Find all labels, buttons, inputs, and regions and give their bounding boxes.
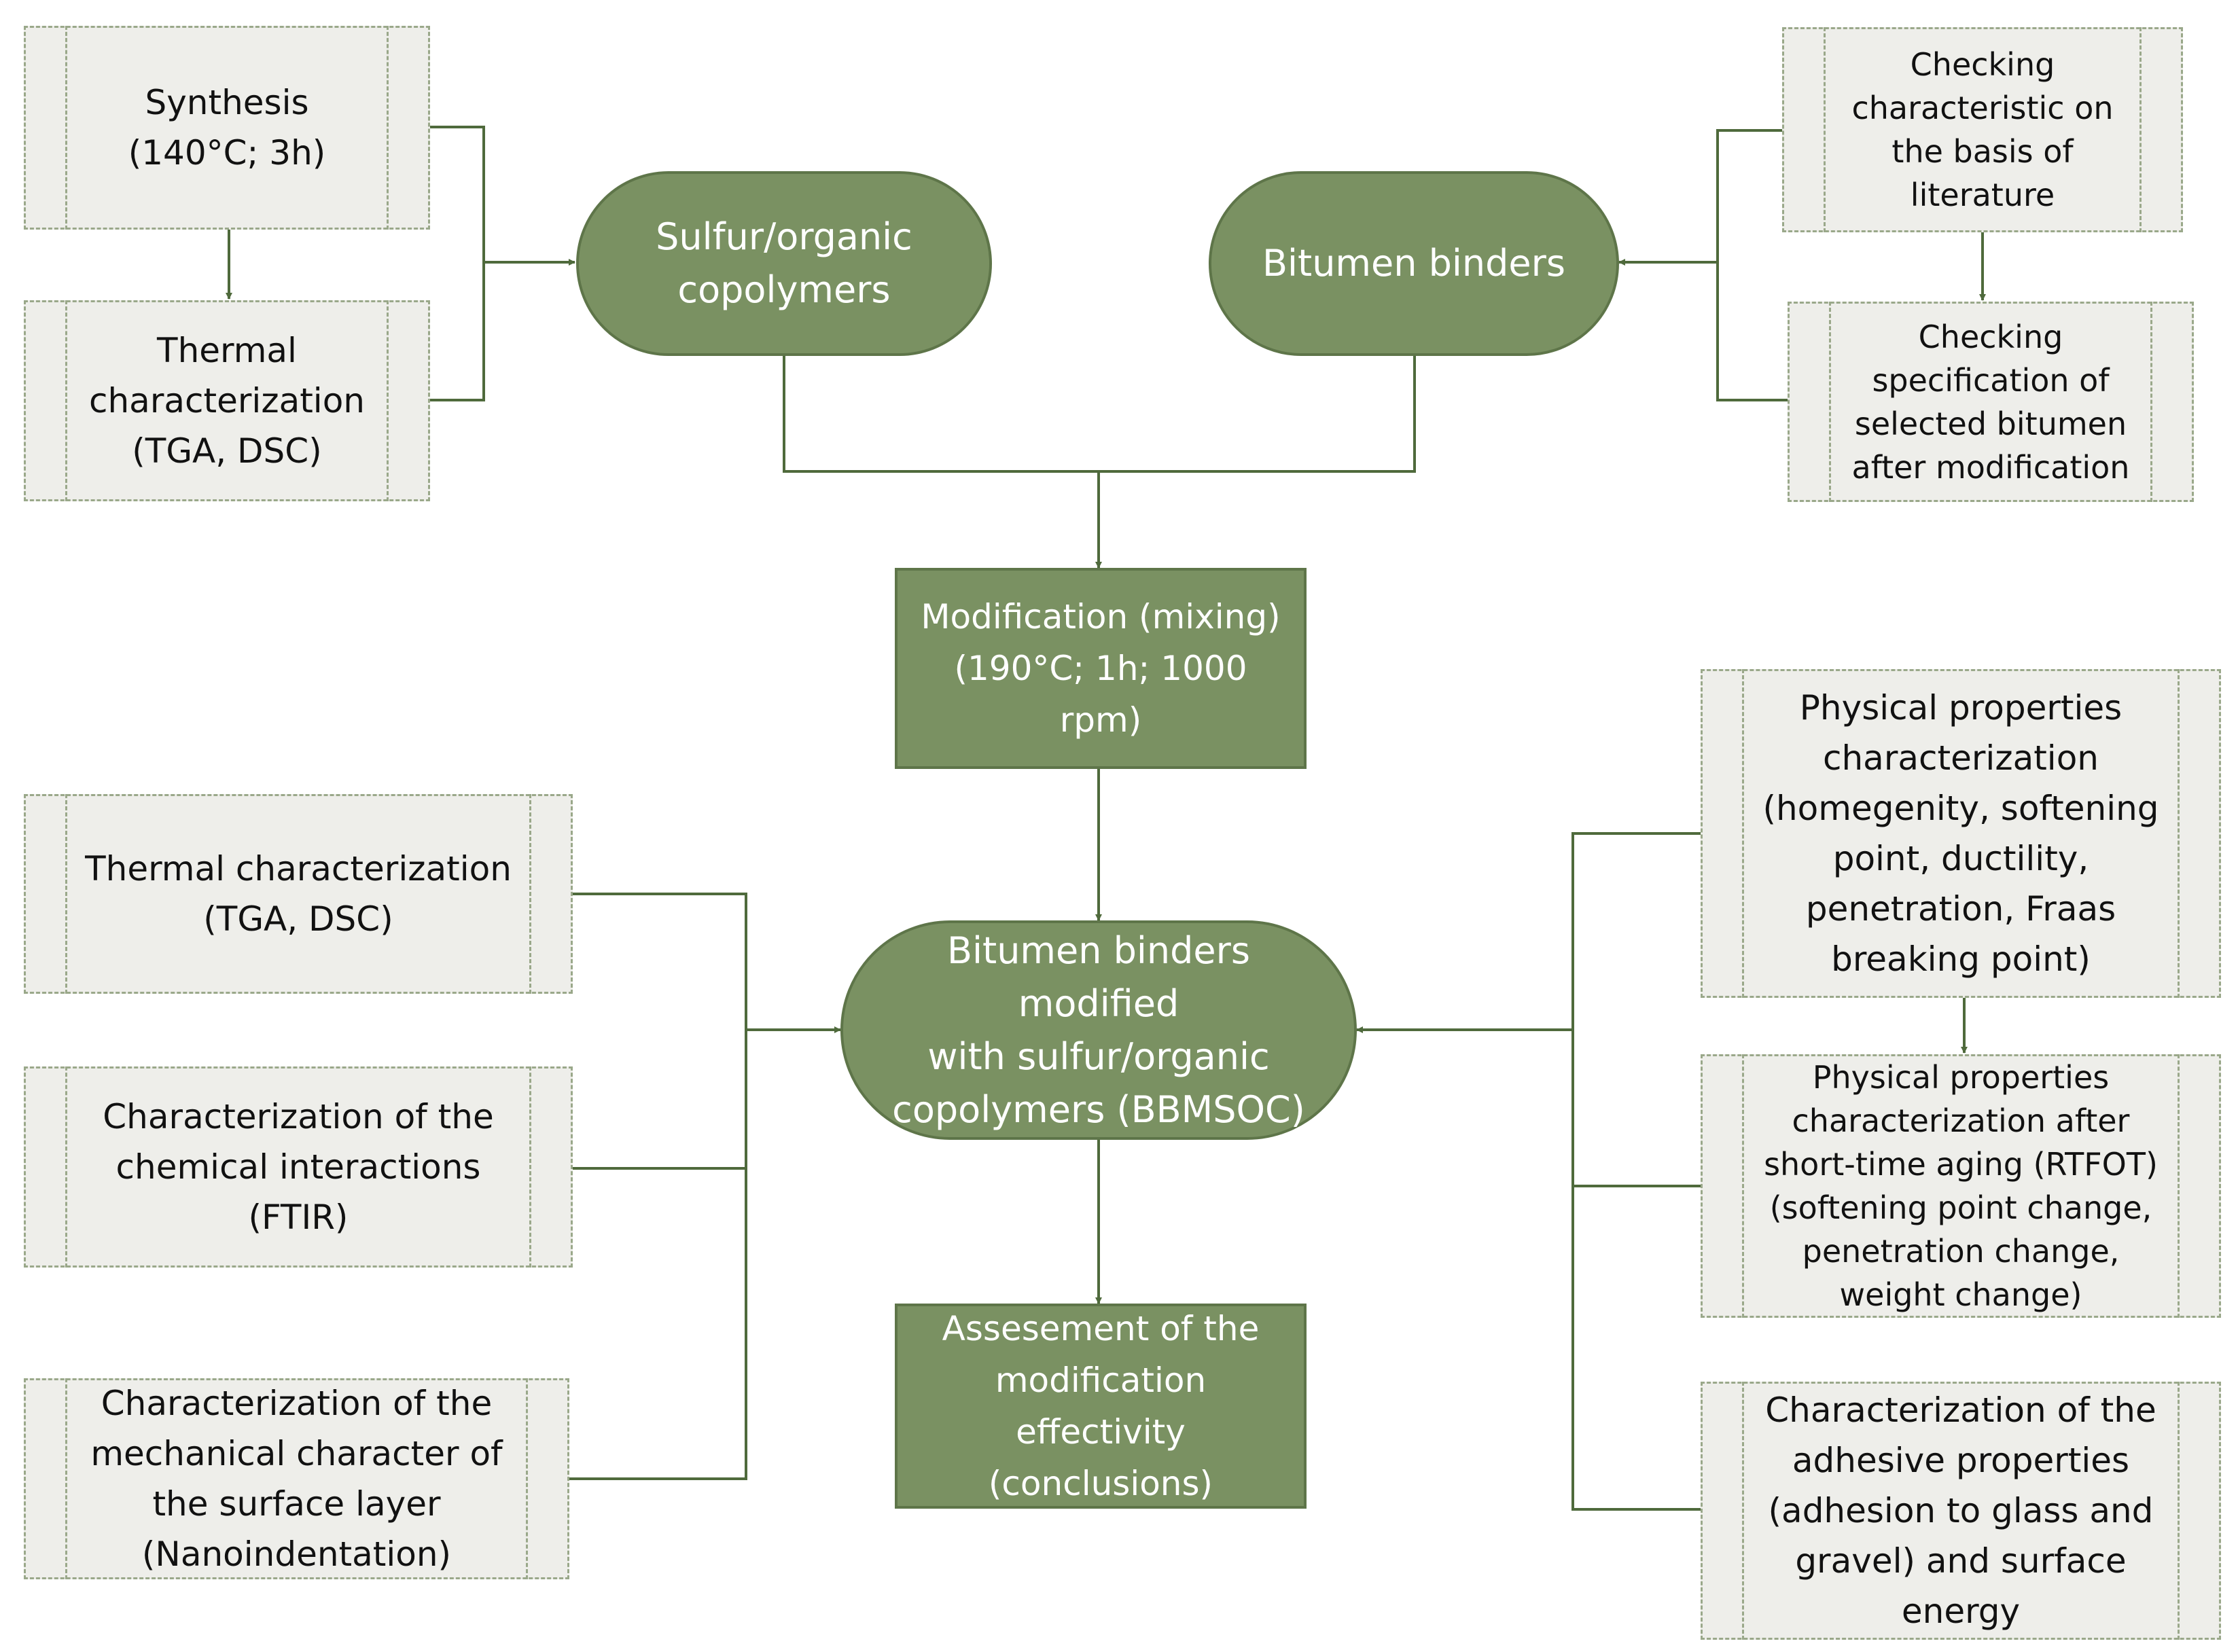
connector-merge	[783, 356, 1416, 473]
connector-checking	[1716, 129, 1788, 401]
connector-synthesis	[430, 126, 485, 401]
modification-node: Modification (mixing) (190°C; 1h; 1000 r…	[895, 568, 1307, 769]
connector-right-characterizations	[1571, 832, 1701, 1511]
sulfur-copolymers-text: Sulfur/organic copolymers	[656, 215, 912, 311]
mechanical-character-text: Characterization of the mechanical chara…	[90, 1384, 503, 1574]
bitumen-binders-node: Bitumen binders	[1209, 171, 1619, 356]
checking-literature-text: Checking characteristic on the basis of …	[1851, 46, 2114, 213]
bitumen-binders-text: Bitumen binders	[1262, 242, 1565, 285]
adhesive-properties-box: Characterization of the adhesive propert…	[1701, 1382, 2221, 1640]
checking-specification-text: Checking specification of selected bitum…	[1851, 318, 2130, 486]
thermal-characterization-left-box: Thermal characterization (TGA, DSC)	[24, 794, 573, 994]
checking-specification-box: Checking specification of selected bitum…	[1788, 302, 2194, 502]
thermal-characterization-top-text: Thermal characterization (TGA, DSC)	[89, 331, 365, 471]
assessment-text: Assesement of the modification effectivi…	[942, 1309, 1260, 1503]
physical-after-aging-text: Physical properties characterization aft…	[1764, 1059, 2158, 1313]
bbmsoc-node: Bitumen binders modified with sulfur/org…	[840, 920, 1357, 1140]
synthesis-box: Synthesis (140°C; 3h)	[24, 26, 430, 230]
chemical-interactions-text: Characterization of the chemical interac…	[103, 1097, 494, 1237]
assessment-node: Assesement of the modification effectivi…	[895, 1304, 1307, 1509]
synthesis-text: Synthesis (140°C; 3h)	[128, 83, 326, 173]
chemical-interactions-box: Characterization of the chemical interac…	[24, 1066, 573, 1268]
connector-left-characterizations	[569, 893, 747, 1480]
modification-text: Modification (mixing) (190°C; 1h; 1000 r…	[921, 597, 1281, 740]
physical-after-aging-box: Physical properties characterization aft…	[1701, 1054, 2221, 1318]
thermal-characterization-top-box: Thermal characterization (TGA, DSC)	[24, 300, 430, 501]
physical-properties-box: Physical properties characterization (ho…	[1701, 669, 2221, 998]
checking-literature-box: Checking characteristic on the basis of …	[1782, 27, 2183, 232]
bbmsoc-text: Bitumen binders modified with sulfur/org…	[892, 929, 1305, 1131]
thermal-characterization-left-text: Thermal characterization (TGA, DSC)	[85, 849, 512, 939]
sulfur-copolymers-node: Sulfur/organic copolymers	[576, 171, 992, 356]
physical-properties-text: Physical properties characterization (ho…	[1762, 688, 2159, 979]
mechanical-character-box: Characterization of the mechanical chara…	[24, 1378, 569, 1579]
adhesive-properties-text: Characterization of the adhesive propert…	[1765, 1390, 2156, 1631]
